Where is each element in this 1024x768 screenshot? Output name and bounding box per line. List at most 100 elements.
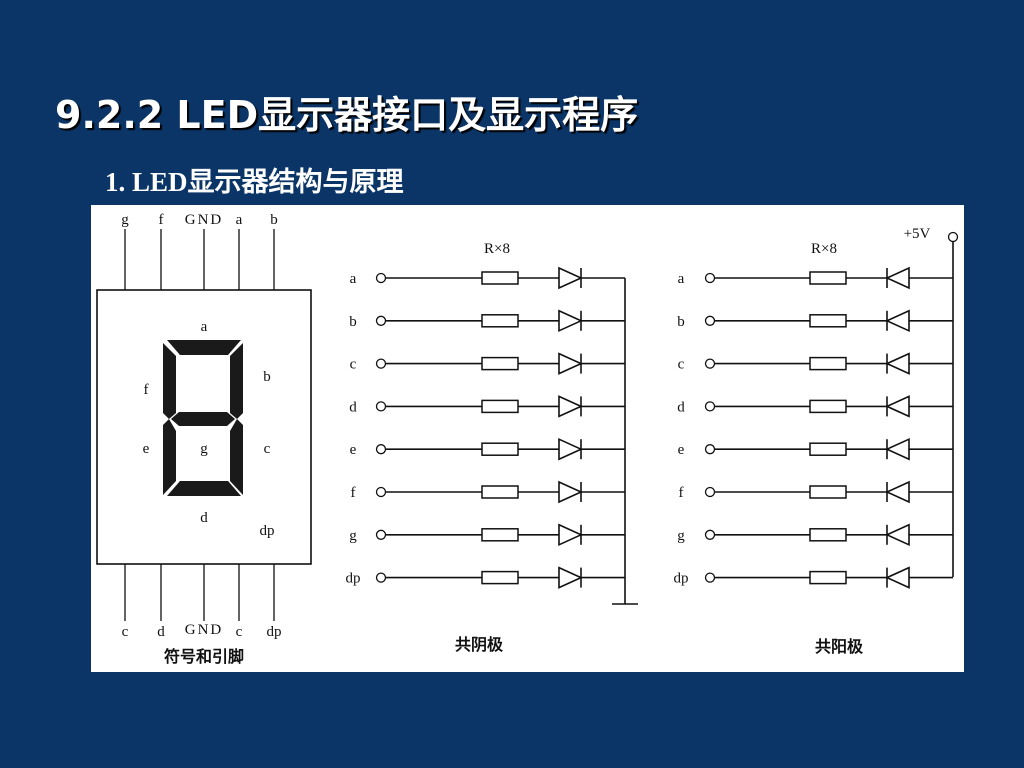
segment-label-g: g (200, 441, 208, 457)
cathode-diode (558, 437, 583, 461)
slide-subtitle: 1. LED显示器结构与原理 (105, 167, 404, 197)
segment-a (167, 340, 241, 355)
segment-g (171, 412, 235, 426)
anode-row-label: dp (674, 571, 689, 587)
anode-input-terminal (704, 315, 716, 326)
cathode-resistor (481, 528, 519, 542)
cathode-diode (558, 309, 583, 333)
cathode-input-terminal (375, 572, 387, 583)
common-cathode-caption: 共阴极 (455, 635, 504, 654)
anode-resistor-label: R×8 (811, 241, 837, 257)
cathode-input-terminal (375, 529, 387, 540)
cathode-input-terminal (375, 358, 387, 369)
anode-resistor (809, 485, 847, 499)
top-pin-label: b (270, 212, 278, 228)
anode-row-c: c (678, 352, 953, 375)
cathode-diode (558, 566, 583, 589)
cathode-resistor (481, 399, 519, 414)
led-diagram-svg: g f GND a b c d GND c dp a b (96, 212, 959, 666)
cathode-row-label: f (351, 485, 356, 501)
slide-title: 9.2.2 LED显示器接口及显示程序 (55, 93, 639, 137)
top-pin-label: g (121, 212, 129, 228)
common-cathode-circuit: R×8 共阴极 a b c d e f g dp (346, 241, 638, 654)
led-diagram-figure: g f GND a b c d GND c dp a b (91, 205, 964, 672)
anode-row-label: f (679, 485, 684, 501)
anode-input-terminal (704, 272, 716, 284)
bottom-pin-label: c (236, 624, 243, 640)
anode-row-g: g (677, 523, 953, 547)
anode-row-e: e (678, 437, 953, 461)
common-anode-circuit: R×8 +5V 共阳极 a b c d e f g dp (674, 226, 959, 656)
cathode-row-label: e (350, 442, 357, 458)
segment-e (163, 419, 176, 495)
segment-b (230, 343, 243, 419)
cathode-row-f: f (351, 480, 625, 504)
anode-row-label: a (678, 271, 685, 287)
cathode-row-label: d (349, 399, 357, 415)
anode-input-terminal (704, 572, 716, 583)
cathode-row-e: e (350, 437, 625, 461)
anode-row-label: g (677, 528, 685, 544)
top-pin-label: a (236, 212, 243, 228)
anode-input-terminal (704, 444, 716, 455)
bottom-pin-label: GND (185, 622, 224, 638)
cathode-row-label: c (350, 357, 357, 373)
anode-row-dp: dp (674, 566, 953, 589)
cathode-resistor (481, 570, 519, 585)
anode-diode (885, 266, 910, 290)
cathode-row-label: dp (346, 571, 361, 587)
anode-resistor (809, 271, 847, 285)
anode-diode (885, 352, 910, 375)
cathode-input-terminal (375, 272, 387, 284)
anode-row-f: f (679, 480, 953, 504)
bottom-pin-label: c (122, 624, 129, 640)
cathode-row-g: g (349, 523, 625, 547)
cathode-row-label: g (349, 528, 357, 544)
cathode-diode (558, 266, 583, 290)
common-anode-caption: 共阳极 (815, 637, 864, 656)
anode-input-terminal (704, 486, 716, 498)
cathode-input-terminal (375, 486, 387, 498)
bottom-pin-label: dp (267, 624, 282, 640)
seven-segment-package: g f GND a b c d GND c dp a b (96, 212, 312, 666)
segment-label-e: e (143, 441, 150, 457)
top-pin-label: f (159, 212, 164, 228)
cathode-resistor (481, 485, 519, 499)
cathode-resistor (481, 271, 519, 285)
segment-label-c: c (264, 441, 271, 457)
anode-input-terminal (704, 401, 716, 412)
cathode-row-dp: dp (346, 566, 625, 589)
supply-terminal (947, 231, 959, 243)
anode-resistor (809, 570, 847, 585)
segment-label-b: b (263, 369, 271, 385)
segment-f (163, 343, 176, 419)
segment-label-a: a (201, 319, 208, 335)
anode-diode (885, 523, 910, 547)
anode-row-a: a (678, 266, 953, 290)
supply-label: +5V (904, 226, 931, 242)
bottom-pin-label: d (157, 624, 165, 640)
cathode-resistor-label: R×8 (484, 241, 510, 257)
anode-row-label: c (678, 357, 685, 373)
anode-resistor (809, 356, 847, 371)
anode-row-label: b (677, 314, 685, 330)
anode-diode (885, 437, 910, 461)
cathode-diode (558, 395, 583, 418)
anode-diode (885, 395, 910, 418)
cathode-row-a: a (350, 266, 625, 290)
cathode-input-terminal (375, 401, 387, 412)
cathode-row-label: b (349, 314, 357, 330)
anode-resistor (809, 314, 847, 328)
cathode-resistor (481, 314, 519, 328)
segment-d (167, 481, 241, 496)
cathode-row-b: b (349, 309, 625, 333)
anode-diode (885, 309, 910, 333)
segment-label-d: d (200, 510, 208, 526)
anode-resistor (809, 399, 847, 414)
anode-row-label: d (677, 399, 685, 415)
anode-input-terminal (704, 529, 716, 540)
cathode-row-d: d (349, 395, 625, 418)
symbol-caption: 符号和引脚 (164, 647, 244, 666)
cathode-input-terminal (375, 315, 387, 326)
anode-resistor (809, 442, 847, 456)
